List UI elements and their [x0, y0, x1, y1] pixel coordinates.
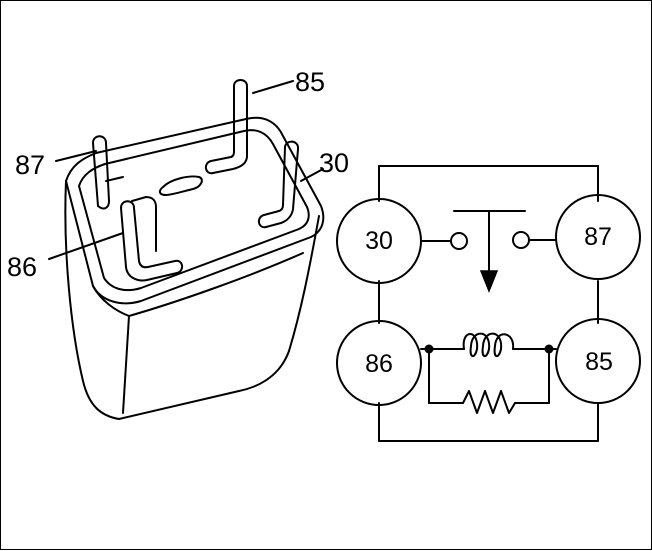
pin-label-87: 87 — [15, 150, 45, 180]
terminal-85 — [555, 318, 641, 404]
relay-housing-edge — [92, 285, 130, 414]
relay-schematic: 30 87 86 85 — [336, 165, 641, 442]
pin-label-85: 85 — [295, 67, 325, 97]
relay-top-rim-inner — [78, 129, 310, 292]
pin-87 — [92, 135, 110, 210]
pin-86 — [120, 200, 183, 282]
relay-top-slot — [158, 175, 203, 196]
pin-label-30: 30 — [319, 148, 349, 178]
relay-body-drawing: 85 87 30 86 — [7, 67, 349, 420]
switch-contact-30 — [450, 232, 468, 250]
arrow-down-icon — [479, 270, 499, 294]
pin-85 — [205, 79, 248, 175]
switch-contact-87 — [512, 231, 530, 249]
terminal-label-86: 86 — [365, 350, 393, 378]
relay-housing — [64, 180, 320, 420]
terminal-label-30: 30 — [365, 227, 393, 255]
terminal-label-85: 85 — [585, 348, 613, 376]
relay-coil — [462, 332, 515, 358]
resistor — [462, 390, 516, 414]
relay-top-rim-outer — [65, 116, 325, 305]
pin-label-86: 86 — [7, 252, 37, 282]
terminal-label-87: 87 — [584, 223, 612, 251]
pin-30 — [258, 140, 299, 229]
terminal-86 — [336, 320, 422, 406]
terminal-87 — [555, 194, 641, 280]
